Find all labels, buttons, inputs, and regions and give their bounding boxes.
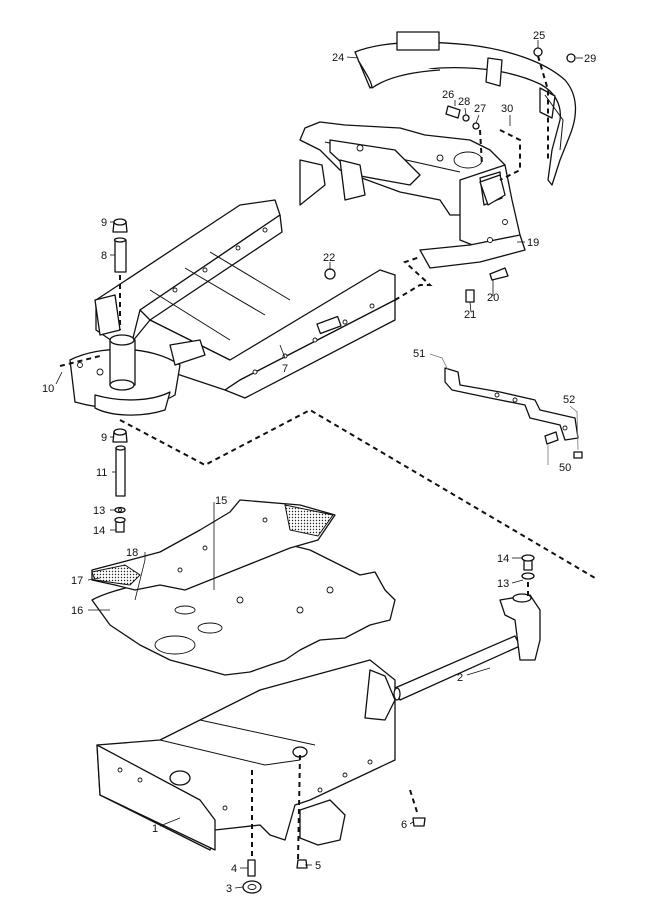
callout-11: 11 (96, 467, 107, 479)
callout-50: 50 (559, 462, 571, 474)
callout-19: 19 (527, 237, 539, 249)
callout-10: 10 (42, 383, 54, 395)
callout-7: 7 (282, 363, 288, 375)
callout-13-right: 13 (497, 578, 509, 590)
side-bracket (444, 367, 583, 459)
callout-25: 25 (533, 30, 545, 42)
callout-30: 30 (501, 103, 513, 115)
callout-13-left: 13 (93, 505, 105, 517)
callout-51: 51 (413, 348, 425, 360)
assembly-lines (59, 55, 596, 861)
callout-24: 24 (332, 52, 344, 64)
leader-lines (55, 40, 583, 889)
callout-26: 26 (442, 89, 454, 101)
lower-frame (96, 659, 396, 851)
axle-tube (393, 554, 541, 701)
pivot-plate (69, 334, 206, 416)
callout-5: 5 (315, 860, 321, 872)
callout-4: 4 (231, 863, 237, 875)
callout-3: 3 (226, 883, 232, 895)
callout-14-left: 14 (93, 525, 105, 537)
floor-plate (91, 499, 396, 676)
rear-bumper (354, 31, 577, 186)
callout-8: 8 (101, 250, 107, 262)
spacer-top (112, 218, 128, 273)
callout-15: 15 (215, 495, 227, 507)
callout-6: 6 (401, 819, 407, 831)
rear-bracket (299, 159, 526, 269)
callout-9-top: 9 (101, 217, 107, 229)
callout-16: 16 (71, 605, 83, 617)
callout-28: 28 (458, 96, 470, 108)
callout-27: 27 (474, 103, 486, 115)
main-frame (94, 199, 396, 399)
callout-20: 20 (487, 292, 499, 304)
fasteners-bottom (242, 817, 426, 894)
callout-1: 1 (152, 823, 158, 835)
callout-14-right: 14 (497, 553, 509, 565)
callout-52: 52 (563, 394, 575, 406)
callouts: 1 2 3 4 5 6 7 8 9 9 10 11 13 13 14 14 15… (42, 30, 596, 895)
spacer-bottom (112, 428, 128, 533)
callout-2: 2 (457, 672, 463, 684)
callout-9-bottom: 9 (101, 432, 107, 444)
callout-29: 29 (584, 53, 596, 65)
callout-21: 21 (464, 309, 476, 321)
callout-22: 22 (323, 252, 335, 264)
callout-17: 17 (71, 575, 83, 587)
callout-18: 18 (126, 547, 138, 559)
